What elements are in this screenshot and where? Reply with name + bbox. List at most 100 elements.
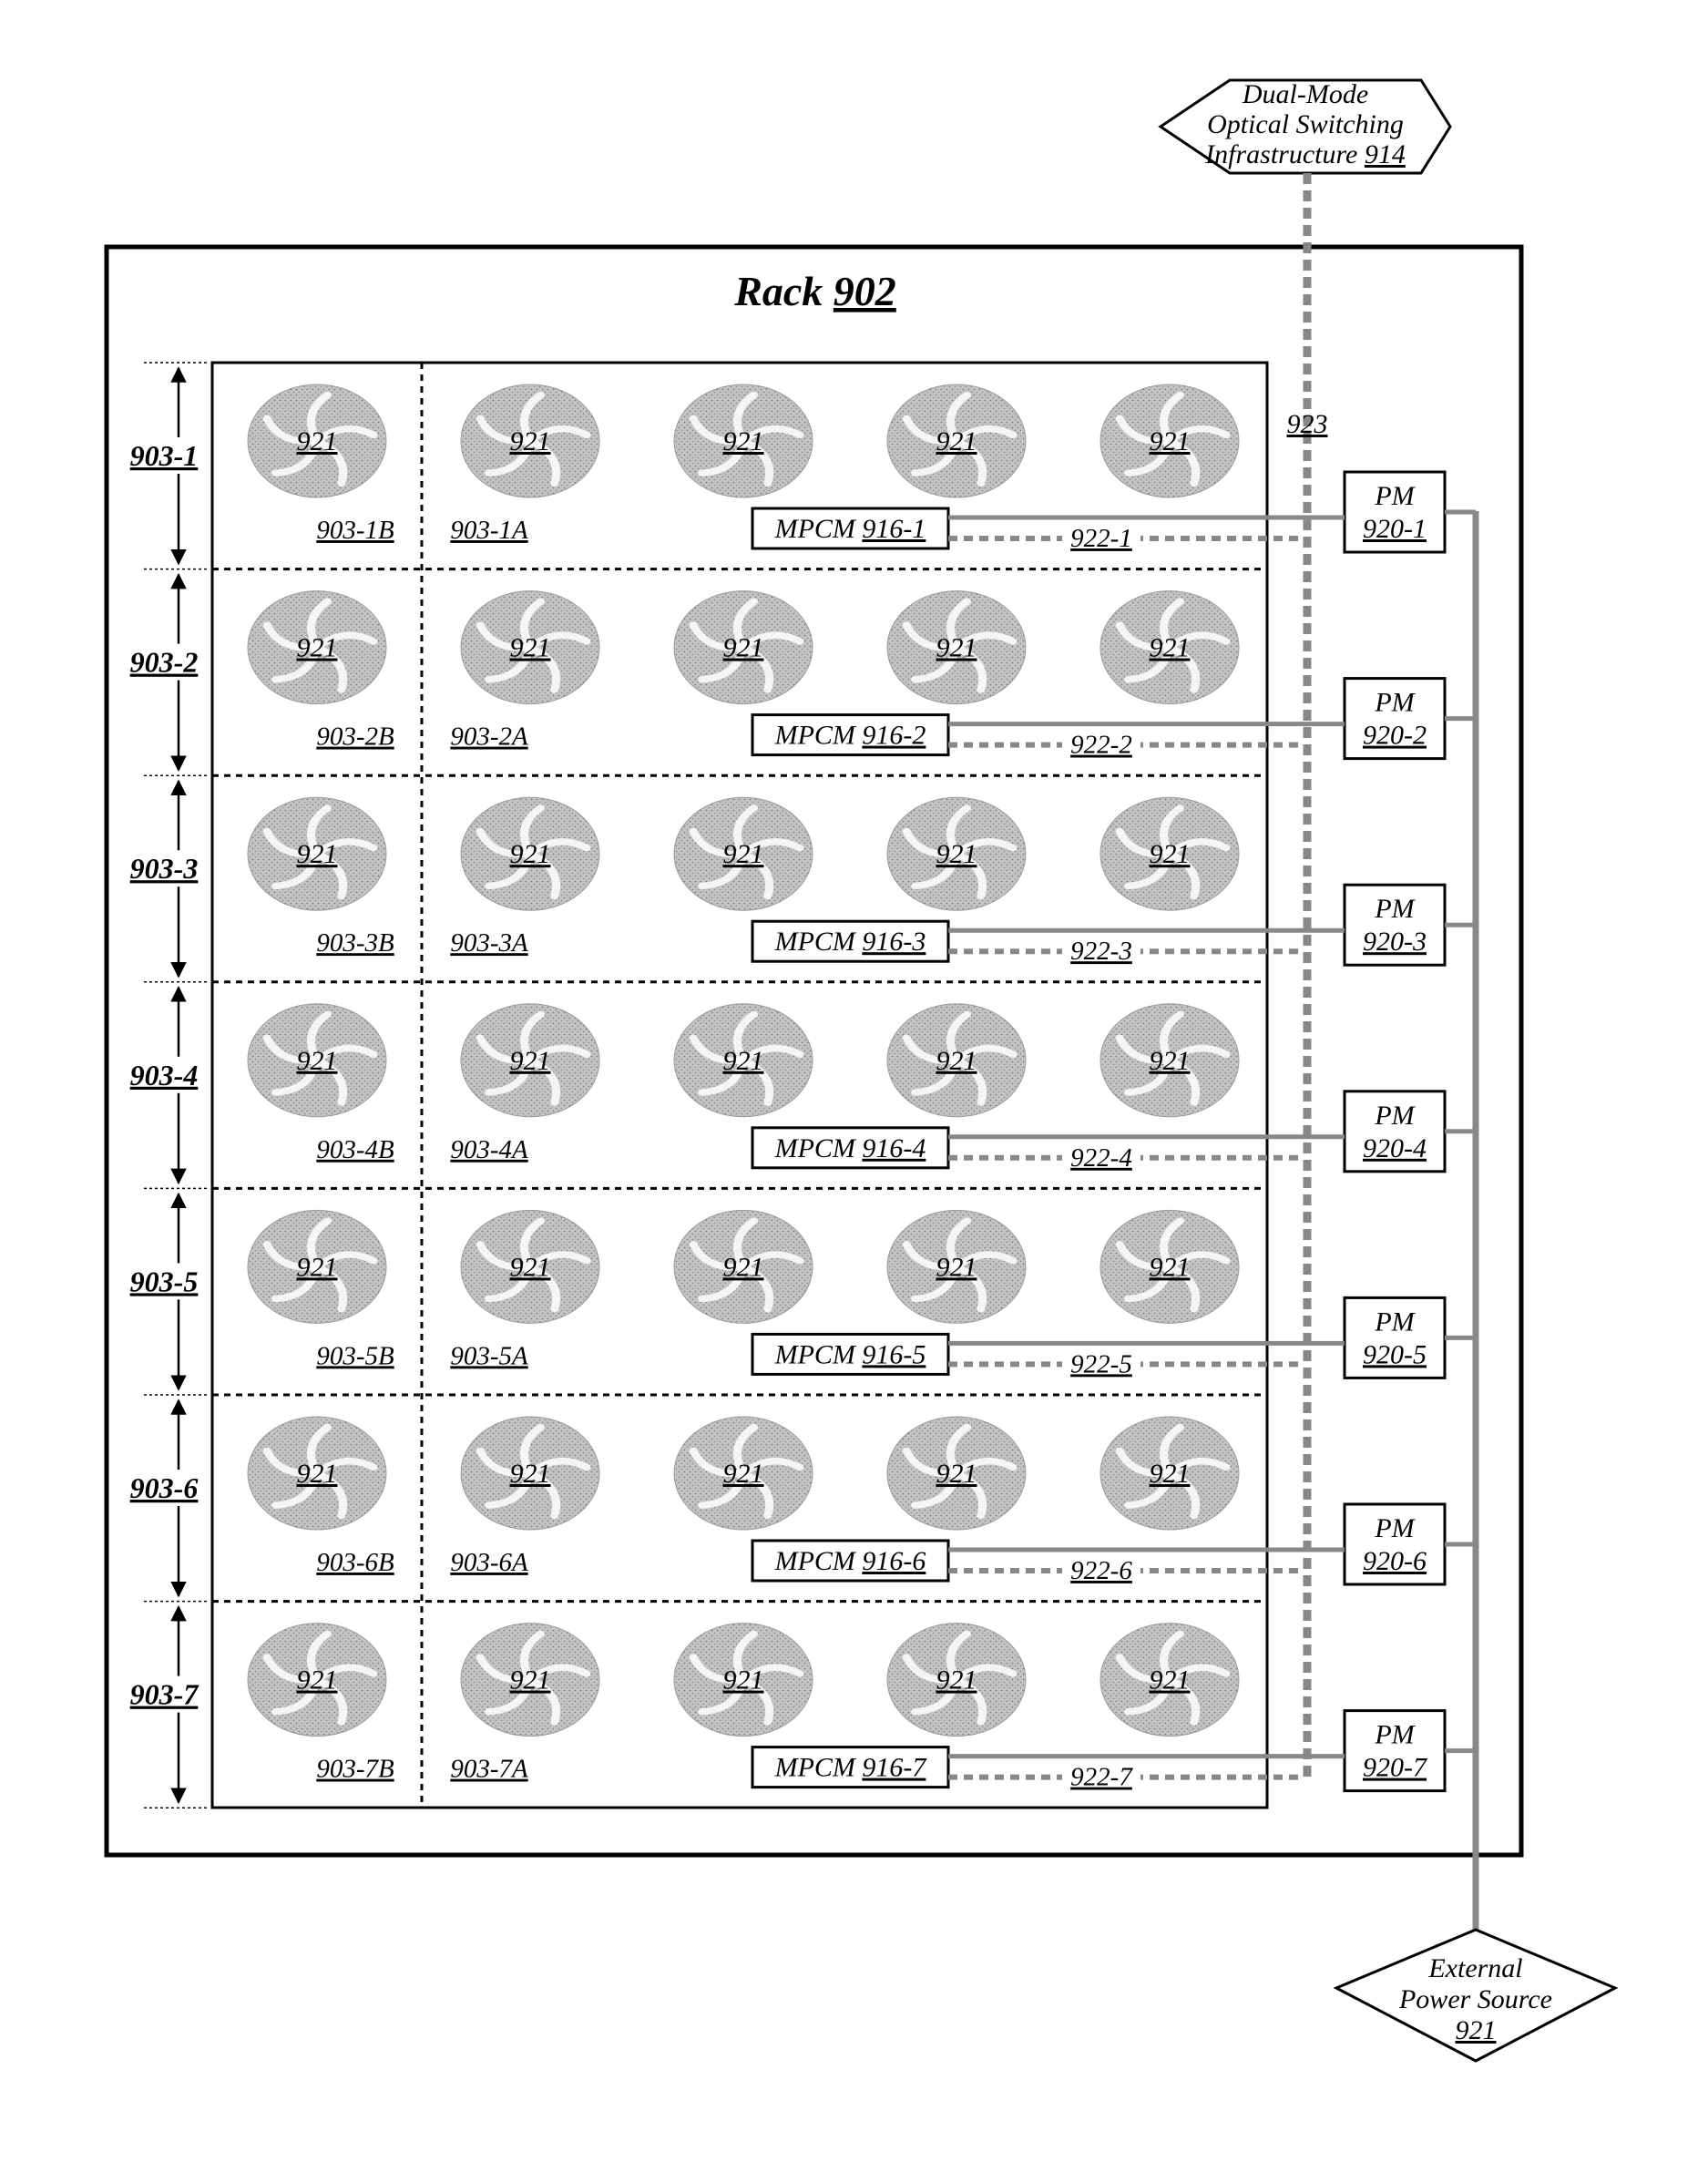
row-903-3: 903-3921921921921921903-3B903-3AMPCM 916… — [120, 775, 1476, 982]
mpcm-label: MPCM 916-4 — [774, 1133, 926, 1163]
fan: 921 — [1100, 591, 1239, 704]
fan-label: 921 — [510, 426, 551, 456]
mpcm-label: MPCM 916-3 — [774, 927, 926, 957]
row-903-4: 903-4921921921921921903-4B903-4AMPCM 916… — [120, 982, 1476, 1189]
fan-label: 921 — [936, 1046, 977, 1076]
optical-link-label: 922-4 — [1070, 1143, 1132, 1173]
fan: 921 — [674, 1417, 813, 1530]
subsection-a-label: 903-6A — [450, 1548, 528, 1577]
optical-link-label: 922-5 — [1070, 1349, 1132, 1378]
mpcm-label: MPCM 916-6 — [774, 1546, 926, 1576]
power-source-line-2: Power Source — [1398, 1984, 1552, 2014]
pm-label: PM — [1374, 894, 1416, 924]
fan: 921 — [1100, 1417, 1239, 1530]
switching-line-1: Dual-Mode — [1242, 79, 1368, 109]
row-903-7: 903-7921921921921921903-7B903-7AMPCM 916… — [120, 1602, 1476, 1808]
fan: 921 — [248, 591, 386, 704]
row-label: 903-2 — [130, 646, 199, 679]
optical-link-label: 922-7 — [1070, 1763, 1133, 1792]
fan: 921 — [461, 1004, 599, 1117]
subsection-b-label: 903-2B — [316, 722, 394, 752]
fan: 921 — [887, 1004, 1026, 1117]
fan-label: 921 — [723, 633, 764, 663]
pm-ref: 920-7 — [1363, 1753, 1428, 1783]
fan: 921 — [248, 1417, 386, 1530]
subsection-b-label: 903-4B — [316, 1135, 394, 1164]
pm-label: PM — [1374, 1306, 1416, 1337]
fan: 921 — [674, 1210, 813, 1323]
fan: 921 — [461, 384, 599, 497]
fan-label: 921 — [723, 1665, 764, 1696]
fan-label: 921 — [1150, 1459, 1191, 1489]
fan-label: 921 — [723, 426, 764, 456]
optical-link-label: 922-2 — [1070, 731, 1132, 760]
fan-label: 921 — [1150, 1046, 1191, 1076]
fan-label: 921 — [510, 1046, 551, 1076]
pm-ref: 920-4 — [1363, 1133, 1427, 1163]
fan-label: 921 — [1150, 1665, 1191, 1696]
power-source-ref: 921 — [1456, 2015, 1497, 2045]
fan: 921 — [887, 1417, 1026, 1530]
row-label: 903-7 — [130, 1678, 200, 1711]
pm-label: PM — [1374, 1101, 1416, 1131]
fan: 921 — [887, 797, 1026, 910]
fan-label: 921 — [297, 1046, 338, 1076]
subsection-b-label: 903-1B — [316, 516, 394, 545]
optical-link-label: 922-3 — [1070, 937, 1132, 966]
subsection-b-label: 903-6B — [316, 1548, 394, 1577]
fan: 921 — [674, 797, 813, 910]
pm-ref: 920-1 — [1363, 514, 1427, 544]
pm-ref: 920-2 — [1363, 721, 1427, 751]
fan-label: 921 — [510, 1252, 551, 1282]
fan: 921 — [248, 1004, 386, 1117]
switching-infrastructure: Dual-Mode Optical Switching Infrastructu… — [1161, 79, 1450, 173]
fan-label: 921 — [297, 1252, 338, 1282]
fan-label: 921 — [510, 633, 551, 663]
fan-label: 921 — [723, 839, 764, 869]
pm-ref: 920-6 — [1363, 1546, 1427, 1576]
row-label: 903-6 — [130, 1471, 199, 1504]
rack-title: Rack 902 — [733, 268, 896, 314]
optical-bus-label: 923 — [1287, 409, 1328, 439]
row-903-1: 903-1921921921921921903-1B903-1AMPCM 916… — [120, 363, 1476, 569]
pm-label: PM — [1374, 481, 1416, 511]
fan: 921 — [248, 1624, 386, 1737]
fan: 921 — [674, 1624, 813, 1737]
fan-label: 921 — [510, 1665, 551, 1696]
row-label: 903-4 — [130, 1059, 199, 1091]
fan-label: 921 — [510, 1459, 551, 1489]
fan: 921 — [461, 1210, 599, 1323]
fan: 921 — [674, 384, 813, 497]
row-903-6: 903-6 921 921 921 921 921 903-6B 903-6A MPCM 916… — [120, 1395, 1476, 1602]
mpcm-label: MPCM 916-2 — [774, 721, 926, 751]
fan-label: 921 — [297, 839, 338, 869]
fan: 921 — [1100, 1210, 1239, 1323]
row-903-2: 903-2921921921921921903-2B903-2AMPCM 916… — [120, 569, 1476, 776]
fan: 921 — [887, 1624, 1026, 1737]
fan-label: 921 — [936, 1252, 977, 1282]
fan: 921 — [1100, 1624, 1239, 1737]
subsection-a-label: 903-1A — [450, 516, 528, 545]
subsection-a-label: 903-3A — [450, 928, 528, 958]
fan: 921 — [461, 797, 599, 910]
mpcm-label: MPCM 916-5 — [774, 1339, 926, 1369]
fan-label: 921 — [1150, 633, 1191, 663]
fan: 921 — [887, 591, 1026, 704]
fan-label: 921 — [1150, 1252, 1191, 1282]
optical-link-label: 922-1 — [1070, 524, 1132, 553]
row-903-5: 903-5921921921921921903-5B903-5AMPCM 916… — [120, 1188, 1476, 1395]
fan-label: 921 — [297, 1665, 338, 1696]
row-label: 903-5 — [130, 1265, 199, 1297]
fan-label: 921 — [723, 1252, 764, 1282]
row-label: 903-3 — [130, 852, 199, 885]
fan: 921 — [248, 1210, 386, 1323]
subsection-a-label: 903-4A — [450, 1135, 528, 1164]
fan-label: 921 — [1150, 839, 1191, 869]
optical-link-label: 922-6 — [1070, 1556, 1132, 1585]
fan-label: 921 — [936, 839, 977, 869]
fan-label: 921 — [936, 633, 977, 663]
fan-label: 921 — [297, 633, 338, 663]
fan: 921 — [461, 1417, 599, 1530]
power-source-line-1: External — [1427, 1953, 1522, 1983]
